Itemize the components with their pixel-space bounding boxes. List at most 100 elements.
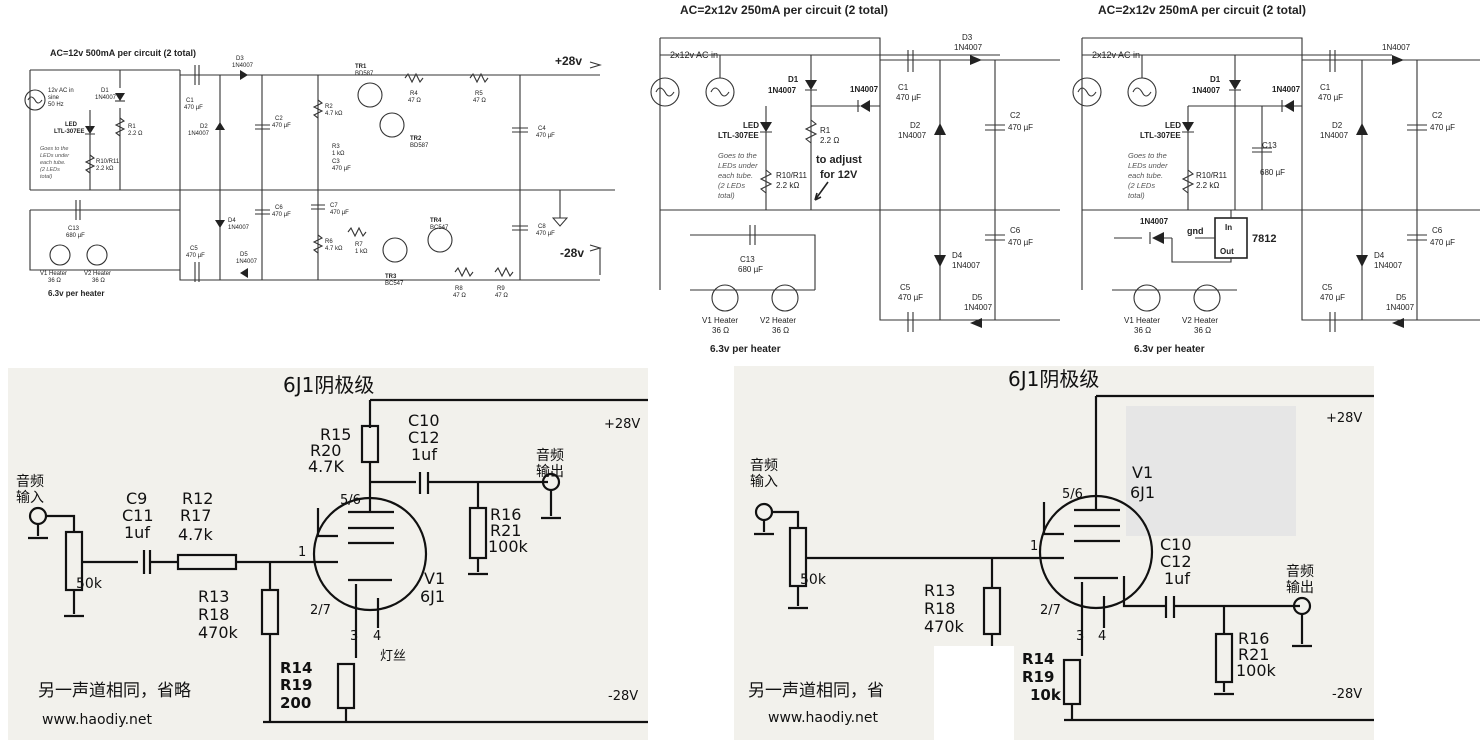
p1-c13-value: 680 µF: [66, 233, 85, 239]
photo1-rail-pos: +28V: [604, 417, 640, 432]
p1-v2-heater-icon: [86, 244, 108, 266]
photo2-tube-type: 6J1: [1130, 483, 1155, 502]
p3-d1-icon: [1229, 80, 1241, 90]
p1-r7-value: 1 kΩ: [355, 249, 368, 255]
panel1-title: AC=12v 500mA per circuit (2 total): [50, 48, 196, 58]
p2-d3-icon: [970, 55, 982, 65]
p2-r10-value: 2.2 kΩ: [776, 181, 799, 190]
p1-v2-label: V2 Heater: [84, 271, 111, 277]
p2-led-note-1: Goes to the: [718, 151, 757, 160]
photo1-pin4: 4: [373, 629, 381, 644]
p2-diode-extra-label: 1N4007: [850, 85, 879, 94]
p2-c5-label: C5: [900, 283, 911, 292]
photo1-r14-b: R19: [280, 676, 312, 694]
p1-ac-line3: 50 Hz: [48, 102, 64, 108]
p1-d4-label: D4: [228, 218, 236, 224]
p1-c1-value: 470 µF: [184, 105, 203, 111]
photo1-r12-a: R12: [182, 489, 213, 508]
p1-led-part: LTL-307EE: [54, 129, 85, 135]
p1-r1-label: R1: [128, 124, 136, 130]
p2-c6-value: 470 µF: [1008, 238, 1033, 247]
photo1-r14-c: 200: [280, 694, 311, 712]
p1-d5-icon: [240, 268, 248, 278]
photo1-r13-c: 470k: [198, 623, 239, 642]
p3-led-note-3: each tube.: [1128, 171, 1163, 180]
p3-reg-out: Out: [1220, 247, 1234, 256]
photo1-r13-a: R13: [198, 587, 229, 606]
p3-v2-value: 36 Ω: [1194, 326, 1211, 335]
p3-ac-source-2-icon: [1127, 77, 1157, 107]
p2-v2-heater-icon: [771, 284, 799, 312]
photo1-tube-type: 6J1: [420, 587, 445, 606]
photo-schematic-1: 6J1阴极级 +28V -28V R15 R20 4.7K C10 C12 1u…: [8, 368, 648, 740]
p2-c5-value: 470 µF: [898, 293, 923, 302]
p2-d1-value: 1N4007: [768, 86, 797, 95]
p2-c6-label: C6: [1010, 226, 1021, 235]
p2-c2-label: C2: [1010, 111, 1021, 120]
photo2-r13-a: R13: [924, 581, 955, 600]
p2-c1-label: C1: [898, 83, 909, 92]
p1-r9-label: R9: [497, 286, 505, 292]
p1-tr2-value: BD587: [410, 143, 429, 149]
p1-v1-label: V1 Heater: [40, 271, 67, 277]
p2-v1-value: 36 Ω: [712, 326, 729, 335]
p1-c2-label: C2: [275, 116, 283, 122]
p1-r6-label: R6: [325, 239, 333, 245]
schematic-panel-1: AC=12v 500mA per circuit (2 total) +28v …: [0, 0, 620, 330]
panel2-title: AC=2x12v 250mA per circuit (2 total): [680, 3, 888, 17]
photo1-r15-c: 4.7K: [308, 457, 344, 476]
p3-ac-source-1-icon: [1072, 77, 1102, 107]
p2-c13-label: C13: [740, 255, 755, 264]
photo1-c9-a: C9: [126, 489, 147, 508]
p3-v2-label: V2 Heater: [1182, 316, 1218, 325]
p3-c5-label: C5: [1322, 283, 1333, 292]
schematic-panel-2: AC=2x12v 250mA per circuit (2 total) 2x1…: [640, 0, 1060, 360]
p1-led-note-2: LEDs under: [40, 153, 70, 159]
p1-c8-label: C8: [538, 224, 546, 230]
p3-c1-label: C1: [1320, 83, 1331, 92]
p3-c13-value: 680 µF: [1260, 168, 1285, 177]
p1-c1-label: C1: [186, 98, 194, 104]
photo1-r12-b: R17: [180, 506, 211, 525]
photo1-output-a: 音频: [536, 447, 564, 464]
photo1-pin1: 1: [298, 545, 306, 560]
p2-c2-value: 470 µF: [1008, 123, 1033, 132]
photo1-title: 6J1阴极级: [283, 373, 374, 397]
p1-led-note-5: total): [40, 174, 52, 180]
photo2-c10-a: C10: [1160, 535, 1192, 554]
p2-led-note-2: LEDs under: [718, 161, 758, 170]
p3-diode-extra-label: 1N4007: [1272, 85, 1301, 94]
p2-adjust-line1: to adjust: [816, 154, 862, 166]
photo2-note: 另一声道相同，省: [748, 681, 884, 701]
photo1-r16-b: R21: [490, 521, 521, 540]
photo2-c10-b: C12: [1160, 552, 1192, 571]
photo1-c10-c: 1uf: [411, 445, 437, 464]
p1-tr1-icon: [357, 82, 383, 108]
photo2-r14-c: 10k: [1030, 686, 1062, 704]
p1-r10-value: 2.2 kΩ: [96, 166, 114, 172]
photo1-rail-neg: -28V: [608, 689, 638, 704]
p3-c6-value: 470 µF: [1430, 238, 1455, 247]
p1-v1-value: 36 Ω: [48, 278, 61, 284]
p3-led-icon: [1182, 122, 1194, 132]
photo1-pot-label: 50k: [76, 576, 103, 592]
p3-led-note-1: Goes to the: [1128, 151, 1167, 160]
p3-c2-label: C2: [1432, 111, 1443, 120]
p1-d5-value: 1N4007: [236, 259, 258, 265]
p3-d5-value: 1N4007: [1386, 303, 1415, 312]
p1-r1-value: 2.2 Ω: [128, 131, 143, 137]
photo2-pin3: 3: [1076, 629, 1084, 644]
p3-v1-heater-icon: [1133, 284, 1161, 312]
p2-d4-icon: [934, 255, 946, 267]
p2-v1-heater-icon: [711, 284, 739, 312]
p3-led-note-5: total): [1128, 191, 1145, 200]
p2-led-note-4: (2 LEDs: [718, 181, 745, 190]
p3-d4-icon: [1356, 255, 1368, 267]
p2-c1-value: 470 µF: [896, 93, 921, 102]
p3-heater-note: 6.3v per heater: [1134, 344, 1205, 355]
p1-tr3-label: TR3: [385, 274, 397, 280]
photo1-r12-c: 4.7k: [178, 525, 213, 544]
p1-r4-value: 47 Ω: [408, 98, 421, 104]
p2-led-note-5: total): [718, 191, 735, 200]
p1-r4-label: R4: [410, 91, 418, 97]
